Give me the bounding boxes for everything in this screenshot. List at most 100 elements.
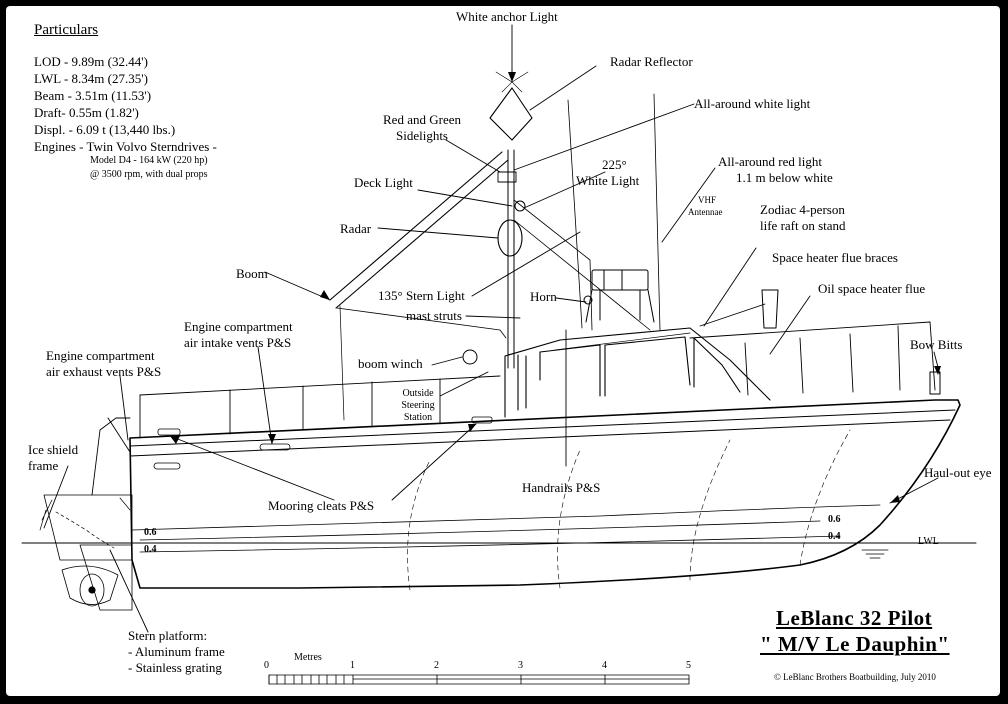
scale-label: Metres [294, 652, 322, 663]
particulars-lod: LOD - 9.89m (32.44') [34, 54, 148, 69]
label-mooring-cleats: Mooring cleats P&S [268, 498, 375, 513]
label-ice-shield-line2: frame [28, 458, 59, 473]
label-engine-intake-line2: air intake vents P&S [184, 335, 292, 350]
label-sidelights-line2: Sidelights [395, 128, 448, 143]
mast-struts [513, 199, 651, 331]
drawing-sheet: Particulars LOD - 9.89m (32.44') LWL - 8… [6, 6, 1000, 696]
label-stern-platform-line3: - Stainless grating [128, 660, 222, 675]
leader-lines [43, 24, 941, 633]
life-raft [585, 269, 655, 323]
station-lines [407, 429, 851, 591]
scale-tick-3: 3 [518, 660, 523, 671]
label-wl-04-stern: 0.4 [144, 544, 157, 555]
label-oil-space-heater-flue: Oil space heater flue [818, 281, 926, 296]
stern-drive [39, 494, 133, 611]
label-vhf-antennae: Antennae [688, 207, 723, 217]
boom-rope [339, 305, 345, 421]
scale-tick-2: 2 [434, 660, 439, 671]
horn-fixture [583, 295, 593, 305]
label-space-heater-flue-braces: Space heater flue braces [772, 250, 898, 265]
label-wl-06-bow: 0.6 [828, 514, 841, 525]
label-wl-06-stern: 0.6 [144, 527, 157, 538]
forward-railing [689, 321, 936, 396]
label-horn: Horn [530, 289, 557, 304]
vessel-name: " M/V Le Dauphin" [760, 632, 950, 656]
scale-tick-4: 4 [602, 660, 607, 671]
label-engine-intake-line1: Engine compartment [184, 319, 293, 334]
boom-winch [462, 349, 478, 365]
mooring-cleat-aft [157, 428, 181, 436]
intake-vent [259, 443, 291, 451]
copyright-note: © LeBlanc Brothers Boatbuilding, July 20… [774, 672, 936, 682]
mooring-cleat-mid [471, 416, 493, 424]
label-outside-steering-line2: Steering [401, 400, 435, 411]
aft-railing [139, 375, 501, 439]
mast [507, 149, 515, 369]
label-boom-winch: boom winch [358, 356, 423, 371]
label-haul-out-eye: Haul-out eye [924, 465, 992, 480]
particulars-heading: Particulars [34, 22, 99, 38]
boat-profile-drawing [21, 24, 977, 685]
label-red-light-distance: 1.1 m below white [736, 170, 833, 185]
boom [329, 151, 509, 309]
label-mast-struts: mast struts [406, 308, 462, 323]
hull-outline [129, 399, 961, 589]
label-engine-exhaust-line2: air exhaust vents P&S [46, 364, 162, 379]
label-white-anchor-light: White anchor Light [456, 9, 558, 24]
label-deck-light: Deck Light [354, 175, 413, 190]
scale-tick-1: 1 [350, 660, 355, 671]
boom-stay [336, 307, 507, 339]
label-engine-exhaust-line1: Engine compartment [46, 348, 155, 363]
label-lwl: LWL [918, 536, 939, 547]
label-handrails: Handrails P&S [522, 480, 601, 495]
label-all-around-red-light: All-around red light [718, 154, 822, 169]
chine-line [131, 504, 881, 531]
space-heater-flue [761, 289, 779, 329]
particulars-rpm: @ 3500 rpm, with dual props [90, 169, 208, 180]
deck-light-fixture [514, 200, 526, 212]
scale-tick-5: 5 [686, 660, 691, 671]
scale-bar [268, 674, 690, 685]
particulars-displacement: Displ. - 6.09 t (13,440 lbs.) [34, 122, 176, 137]
waterline-04 [139, 535, 841, 553]
label-radar-reflector: Radar Reflector [610, 54, 693, 69]
label-225-white-light: White Light [576, 173, 640, 188]
radar-reflector [489, 87, 533, 141]
particulars-engines: Engines - Twin Volvo Sterndrives - [34, 139, 217, 154]
vhf-antenna-2 [653, 93, 661, 331]
bow-bitts-post [929, 371, 941, 395]
particulars-draft: Draft- 0.55m (1.82') [34, 105, 139, 120]
scale-tick-0: 0 [264, 660, 269, 671]
sheer-line [129, 409, 956, 447]
particulars-beam: Beam - 3.51m (11.53') [34, 88, 152, 103]
label-vhf: VHF [698, 195, 717, 205]
label-outside-steering-line1: Outside [402, 388, 434, 399]
label-all-around-white-light: All-around white light [694, 96, 811, 111]
drawing-title: LeBlanc 32 Pilot [776, 606, 933, 630]
radar-dome [497, 219, 523, 257]
label-stern-platform-line2: - Aluminum frame [128, 644, 225, 659]
sidelight-box [497, 171, 517, 183]
label-ice-shield-line1: Ice shield [28, 442, 79, 457]
label-zodiac-raft: Zodiac 4-person [760, 202, 845, 217]
particulars-model: Model D4 - 164 kW (220 hp) [90, 155, 208, 166]
label-zodiac-stand: life raft on stand [760, 218, 846, 233]
label-sidelights-line1: Red and Green [383, 112, 461, 127]
vhf-antenna-1 [567, 99, 583, 329]
label-bow-bitts: Bow Bitts [910, 337, 963, 352]
label-radar: Radar [340, 221, 372, 236]
waterline-symbol [861, 549, 889, 559]
leader-arrowheads [170, 72, 941, 503]
ice-shield-frame [91, 417, 131, 496]
heater-flue-braces [699, 303, 766, 327]
waterline-06 [139, 520, 821, 541]
label-225-degrees: 225° [602, 157, 627, 172]
rub-rail [129, 419, 951, 457]
label-stern-light: 135° Stern Light [378, 288, 465, 303]
wheelhouse [504, 327, 771, 418]
label-boom: Boom [236, 266, 268, 281]
label-stern-platform-line1: Stern platform: [128, 628, 208, 643]
label-outside-steering-line3: Station [403, 412, 433, 423]
hull-window [153, 462, 181, 470]
particulars-lwl: LWL - 8.34m (27.35') [34, 71, 148, 86]
